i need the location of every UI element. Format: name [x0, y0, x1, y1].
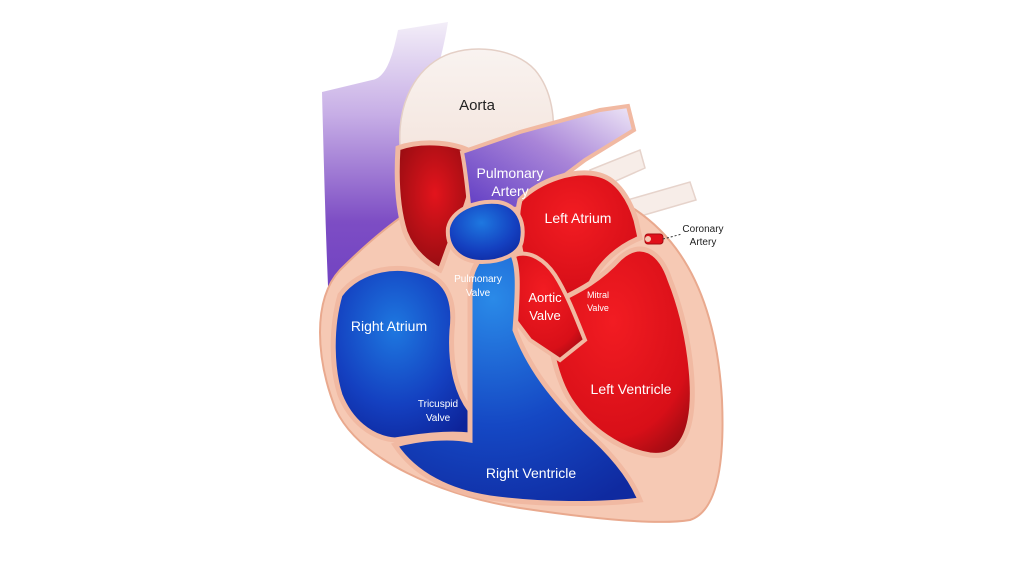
- coronary-artery-leader: [662, 233, 683, 240]
- label-pulmonary-artery-line1: Pulmonary: [477, 165, 544, 181]
- label-pulmonary-artery-line2: Artery: [491, 183, 528, 199]
- label-pulmonary-valve-line2: Valve: [466, 288, 491, 299]
- label-tricuspid-valve-line2: Valve: [426, 413, 451, 424]
- coronary-artery-opening: [645, 236, 651, 242]
- label-coronary-artery-line1: Coronary: [682, 224, 723, 235]
- pulmonary-valve-chamber: [445, 199, 525, 265]
- label-left-atrium: Left Atrium: [545, 210, 612, 226]
- label-pulmonary-valve-line1: Pulmonary: [454, 274, 502, 285]
- label-mitral-valve-line2: Valve: [587, 303, 609, 313]
- label-tricuspid-valve-line1: Tricuspid: [418, 399, 458, 410]
- label-aortic-valve-line1: Aortic: [528, 290, 562, 305]
- left-ventricle: [545, 246, 695, 458]
- label-right-ventricle: Right Ventricle: [486, 465, 576, 481]
- label-right-atrium: Right Atrium: [351, 318, 427, 334]
- label-mitral-valve-line1: Mitral: [587, 290, 609, 300]
- aortic-root: [394, 140, 476, 274]
- label-left-ventricle: Left Ventricle: [591, 381, 672, 397]
- label-aortic-valve-line2: Valve: [529, 308, 561, 323]
- label-aorta: Aorta: [459, 97, 496, 114]
- label-coronary-artery-line2: Artery: [690, 237, 717, 248]
- right-ventricle: [391, 245, 644, 507]
